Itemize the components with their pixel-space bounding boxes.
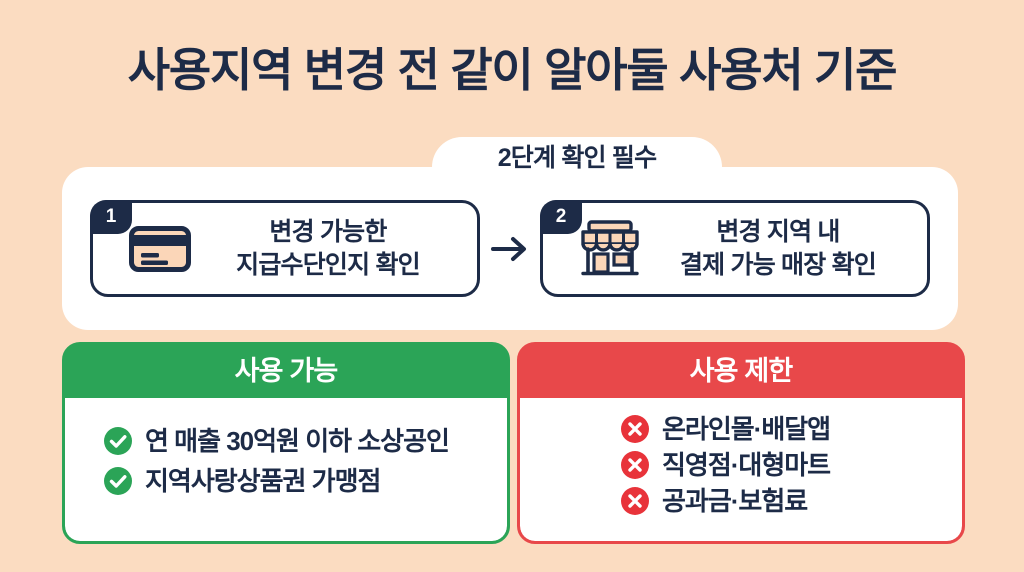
credit-card-icon bbox=[123, 225, 197, 272]
x-circle-icon bbox=[621, 415, 649, 443]
restricted-item-label: 온라인몰·배달앱 bbox=[662, 414, 831, 444]
step-1-line2: 지급수단인지 확인 bbox=[236, 250, 421, 279]
panel-allowed-body: 연 매출 30억원 이하 소상공인 지역사랑상품권 가맹점 bbox=[65, 398, 507, 541]
allowed-item-label: 지역사랑상품권 가맹점 bbox=[145, 466, 381, 496]
allowed-list: 연 매출 30억원 이하 소상공인 지역사랑상품권 가맹점 bbox=[65, 424, 507, 498]
allowed-item-label: 연 매출 30억원 이하 소상공인 bbox=[145, 426, 450, 456]
step-2-text: 변경 지역 내 결제 가능 매장 확인 bbox=[647, 216, 927, 282]
check-circle-icon bbox=[104, 427, 132, 455]
panel-allowed: 사용 가능 연 매출 30억원 이하 소상공인 지역사랑상품권 가맹점 bbox=[62, 342, 510, 544]
restricted-item-label: 직영점·대형마트 bbox=[662, 450, 831, 480]
list-item: 직영점·대형마트 bbox=[520, 448, 962, 482]
page-title: 사용지역 변경 전 같이 알아둘 사용처 기준 bbox=[127, 44, 898, 96]
steps-badge-tab bbox=[432, 137, 722, 197]
arrow-right-icon bbox=[480, 200, 540, 297]
steps-badge-label: 2단계 확인 필수 bbox=[497, 144, 657, 172]
panel-restricted-header: 사용 제한 bbox=[689, 356, 794, 386]
panel-allowed-header: 사용 가능 bbox=[234, 356, 339, 386]
panel-restricted: 사용 제한 온라인몰·배달앱 직영점·대형마트 bbox=[517, 342, 965, 544]
panel-restricted-body: 온라인몰·배달앱 직영점·대형마트 공과금·보험료 bbox=[520, 398, 962, 541]
restricted-list: 온라인몰·배달앱 직영점·대형마트 공과금·보험료 bbox=[520, 412, 962, 518]
x-circle-icon bbox=[621, 451, 649, 479]
step-1-line1: 변경 가능한 bbox=[269, 217, 387, 246]
step-1-number: 1 bbox=[90, 200, 132, 234]
storefront-icon bbox=[573, 218, 647, 280]
step-2-line2: 결제 가능 매장 확인 bbox=[679, 250, 877, 279]
list-item: 연 매출 30억원 이하 소상공인 bbox=[65, 424, 507, 458]
list-item: 온라인몰·배달앱 bbox=[520, 412, 962, 446]
list-item: 공과금·보험료 bbox=[520, 484, 962, 518]
x-circle-icon bbox=[621, 487, 649, 515]
steps-card: 2단계 확인 필수 1 변경 가능한 지급수단인지 확인 bbox=[62, 137, 958, 330]
step-2-line1: 변경 지역 내 bbox=[716, 217, 840, 246]
step-2-box[interactable]: 2 bbox=[540, 200, 930, 297]
restricted-item-label: 공과금·보험료 bbox=[662, 486, 808, 516]
list-item: 지역사랑상품권 가맹점 bbox=[65, 464, 507, 498]
step-2-number: 2 bbox=[540, 200, 582, 234]
step-1-box[interactable]: 1 변경 가능한 지급수단인지 확인 bbox=[90, 200, 480, 297]
check-circle-icon bbox=[104, 467, 132, 495]
step-1-text: 변경 가능한 지급수단인지 확인 bbox=[197, 216, 477, 282]
